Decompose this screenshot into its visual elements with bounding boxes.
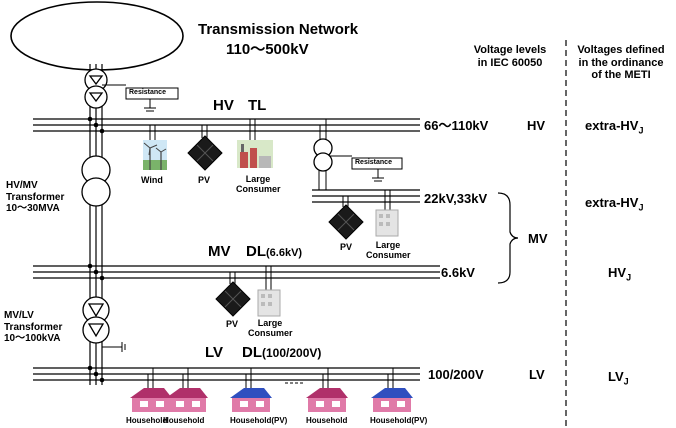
voltage-66-110kv: 66～110kV bbox=[424, 118, 489, 133]
meti-hv: HVJ bbox=[608, 265, 632, 283]
households-group bbox=[130, 388, 413, 412]
household-label: Household bbox=[306, 416, 348, 425]
iec-hv: HV bbox=[527, 118, 546, 133]
household-pv-icon bbox=[371, 388, 413, 412]
household-label: Household bbox=[126, 416, 168, 425]
household-label: Household(PV) bbox=[230, 416, 288, 425]
household-pv-icon bbox=[230, 388, 272, 412]
dl-label-mv: DL(6.6kV) bbox=[246, 243, 303, 260]
transmission-network-ellipse bbox=[10, 1, 184, 71]
resistance-label-sub: Resistance bbox=[355, 159, 392, 166]
mv-label: MV bbox=[208, 243, 231, 260]
iec-mv-bracket: MV bbox=[528, 231, 548, 246]
mvlv-transformer bbox=[82, 296, 110, 344]
household-icon bbox=[130, 388, 172, 412]
lv-label: LV bbox=[205, 344, 224, 361]
pv-panel-icon-22kv bbox=[328, 204, 364, 240]
mv-bus-22kv bbox=[312, 189, 420, 203]
tl-label: TL bbox=[248, 97, 267, 114]
voltage-6.6kv: 6.6kV bbox=[441, 265, 475, 280]
mv-bracket bbox=[497, 192, 519, 284]
meti-extra-hv-2: extra-HVJ bbox=[585, 195, 644, 213]
resistance-box-sub bbox=[351, 157, 403, 170]
meti-lv: LVJ bbox=[608, 369, 629, 387]
hvmv-transformer bbox=[81, 155, 111, 207]
meti-extra-hv-1: extra-HVJ bbox=[585, 118, 644, 136]
building-icon-22kv bbox=[375, 209, 399, 237]
voltage-22-33kv: 22kV,33kV bbox=[424, 191, 488, 206]
pv-label-22kv: PV bbox=[340, 242, 353, 252]
household-label: Household bbox=[163, 416, 205, 425]
hv-label: HV bbox=[213, 97, 234, 114]
wind-label: Wind bbox=[141, 175, 163, 185]
resistance-box-top bbox=[125, 87, 179, 100]
dl-label-lv: DL(100/200V) bbox=[242, 344, 322, 361]
household-label: Household(PV) bbox=[370, 416, 428, 425]
network-voltage: 110～500kV bbox=[226, 41, 309, 58]
pv-panel-icon-mv bbox=[215, 281, 251, 317]
pv-label-mv: PV bbox=[226, 319, 239, 329]
sub-transformer bbox=[313, 138, 333, 172]
wind-turbine-icon bbox=[143, 140, 167, 170]
junction-dots bbox=[87, 116, 105, 383]
voltage-100-200v: 100/200V bbox=[428, 367, 484, 382]
pv-panel-icon-hv bbox=[187, 135, 223, 171]
building-icon-mv bbox=[257, 289, 281, 317]
household-icon bbox=[166, 388, 208, 412]
factory-icon-hv bbox=[237, 140, 273, 168]
pv-label-hv: PV bbox=[198, 175, 211, 185]
household-icon bbox=[306, 388, 348, 412]
transmission-transformer bbox=[84, 68, 108, 109]
iec-lv: LV bbox=[529, 367, 545, 382]
resistance-label-top: Resistance bbox=[129, 89, 166, 96]
network-title: Transmission Network bbox=[198, 21, 359, 38]
